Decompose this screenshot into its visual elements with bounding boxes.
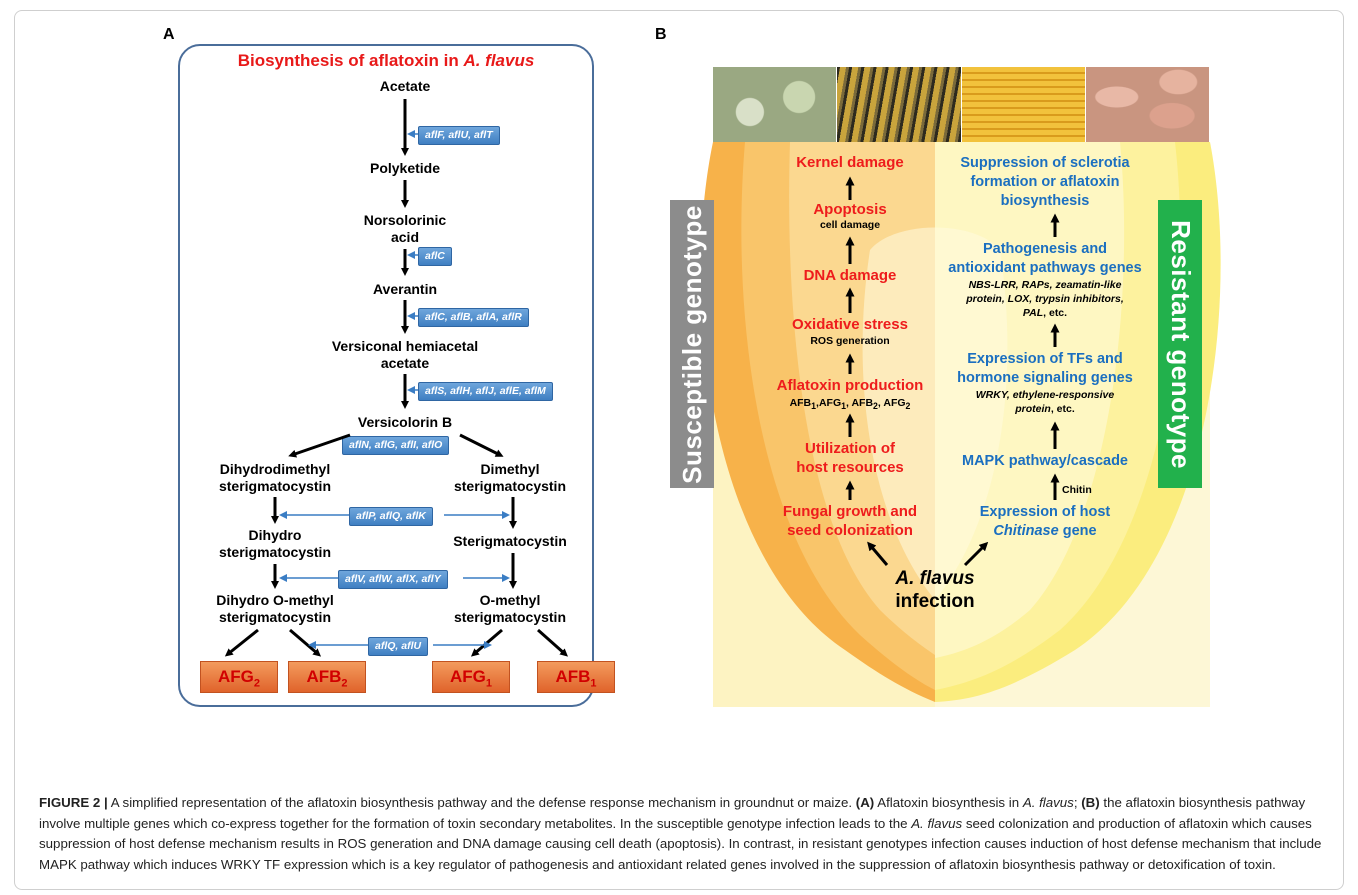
fungal-growth-text-2: seed colonization: [787, 522, 913, 539]
suppression-text-2: formation or aflatoxin: [970, 174, 1120, 190]
utilization-text-2: host resources: [796, 459, 904, 476]
panel-b-letter: B: [655, 26, 667, 43]
node-versiconal-2: acetate: [380, 355, 430, 371]
node-versicolorin-b: Versicolorin B: [357, 414, 453, 430]
node-sterigmatocystin: Sterigmatocystin: [453, 533, 567, 549]
product-afg2: AFG2: [200, 661, 278, 693]
node-dihydrodimethyl-1: Dihydrodimethyl: [219, 461, 331, 477]
peanut-kernels-photo: [1085, 67, 1210, 142]
resistant-genotype-label: Resistant genotype: [1158, 200, 1202, 488]
node-averantin: Averantin: [372, 281, 438, 297]
node-dimethyl-1: Dimethyl: [480, 461, 540, 477]
node-dihydrodimethyl-2: sterigmatocystin: [218, 478, 332, 494]
gene-label-6: aflP, aflQ, aflK: [349, 507, 433, 526]
pathway-title: Biosynthesis of aflatoxin in A. flavus: [186, 51, 586, 71]
infection-word-text: infection: [895, 591, 975, 612]
utilization-text-1: Utilization of: [805, 440, 895, 457]
gene-label-3: aflC, aflB, aflA, aflR: [418, 308, 529, 327]
node-omethyl-2: sterigmatocystin: [453, 609, 567, 625]
pathogenesis-genes-2: protein, LOX, trypsin inhibitors,: [966, 293, 1124, 305]
node-norsolorinic-2: acid: [390, 229, 419, 245]
mapk-text: MAPK pathway/cascade: [961, 453, 1128, 469]
apoptosis-text: Apoptosis: [813, 201, 887, 218]
aflatoxin-production-text: Aflatoxin production: [776, 377, 924, 394]
gene-label-1: aflF, aflU, aflT: [418, 126, 500, 145]
node-dihydro-omethyl-2: sterigmatocystin: [218, 609, 332, 625]
figure-caption: FIGURE 2 | A simplified representation o…: [39, 795, 1322, 872]
product-afb1: AFB1: [537, 661, 615, 693]
ros-generation-text: ROS generation: [810, 335, 890, 347]
embryo-shape: [862, 227, 1008, 600]
dna-damage-text: DNA damage: [803, 267, 897, 284]
maize-cob-photo: [961, 67, 1086, 142]
suppression-text-1: Suppression of sclerotia: [960, 155, 1130, 171]
gene-label-2: aflC: [418, 247, 452, 266]
node-omethyl-1: O-methyl: [479, 592, 541, 608]
node-polyketide: Polyketide: [369, 160, 441, 176]
cell-damage-text: cell damage: [819, 219, 881, 231]
aflatoxin-types-text: AFB1,AFG1, AFB2, AFG2: [789, 397, 911, 412]
chitinase-text-2: Chitinase gene: [993, 523, 1097, 539]
crop-photo-strip: [713, 67, 1210, 142]
figure-frame: [14, 10, 1344, 890]
pathogenesis-text-2: antioxidant pathways genes: [948, 260, 1142, 276]
node-norsolorinic-1: Norsolorinic: [363, 212, 447, 228]
gene-label-5: aflN, aflG, aflI, aflO: [342, 436, 450, 455]
tfs-genes-2: protein, etc.: [1015, 403, 1075, 415]
node-acetate: Acetate: [379, 78, 431, 94]
pathway-title-text: Biosynthesis of aflatoxin in: [237, 51, 464, 70]
node-dihydro-sterigmatocystin-2: sterigmatocystin: [218, 544, 332, 560]
pathway-box: [178, 44, 594, 707]
tfs-text-2: hormone signaling genes: [957, 370, 1133, 386]
tfs-genes-1: WRKY, ethylene-responsive: [975, 389, 1115, 401]
chitinase-text-1: Expression of host: [979, 504, 1111, 520]
node-versiconal-1: Versiconal hemiacetal: [331, 338, 479, 354]
pathogenesis-genes-3: PAL, etc.: [1022, 307, 1068, 319]
product-afb2: AFB2: [288, 661, 366, 693]
pathway-title-species: A. flavus: [463, 51, 535, 70]
pathogenesis-text-1: Pathogenesis and: [982, 241, 1108, 257]
chitin-text: Chitin: [1062, 484, 1092, 496]
infection-species-text: A. flavus: [895, 568, 975, 589]
gene-pointer-arrows: [279, 130, 510, 649]
node-dihydro-omethyl-1: Dihydro O-methyl: [216, 592, 334, 608]
tfs-text-1: Expression of TFs and: [967, 351, 1123, 367]
fungal-growth-text-1: Fungal growth and: [782, 503, 918, 520]
main-arrows: [224, 99, 568, 657]
kernel-damage-text: Kernel damage: [796, 154, 904, 171]
panel-a-letter: A: [163, 26, 175, 43]
product-afg1: AFG1: [432, 661, 510, 693]
gene-label-4: aflS, aflH, aflJ, aflE, aflM: [418, 382, 553, 401]
caption-figure-label: FIGURE 2 |: [39, 795, 108, 810]
pathogenesis-genes-1: NBS-LRR, RAPs, zeamatin-like: [968, 279, 1122, 291]
node-dimethyl-2: sterigmatocystin: [453, 478, 567, 494]
susceptible-genotype-label: Susceptible genotype: [670, 200, 714, 488]
node-dihydro-sterigmatocystin-1: Dihydro: [248, 527, 302, 543]
groundnut-pods-photo: [713, 67, 838, 142]
oxidative-stress-text: Oxidative stress: [792, 316, 908, 333]
gene-label-7: aflV, aflW, aflX, aflY: [338, 570, 448, 589]
gene-label-8: aflQ, aflU: [368, 637, 429, 656]
suppression-text-3: biosynthesis: [1000, 193, 1090, 209]
infected-maize-cob-photo: [837, 67, 962, 142]
